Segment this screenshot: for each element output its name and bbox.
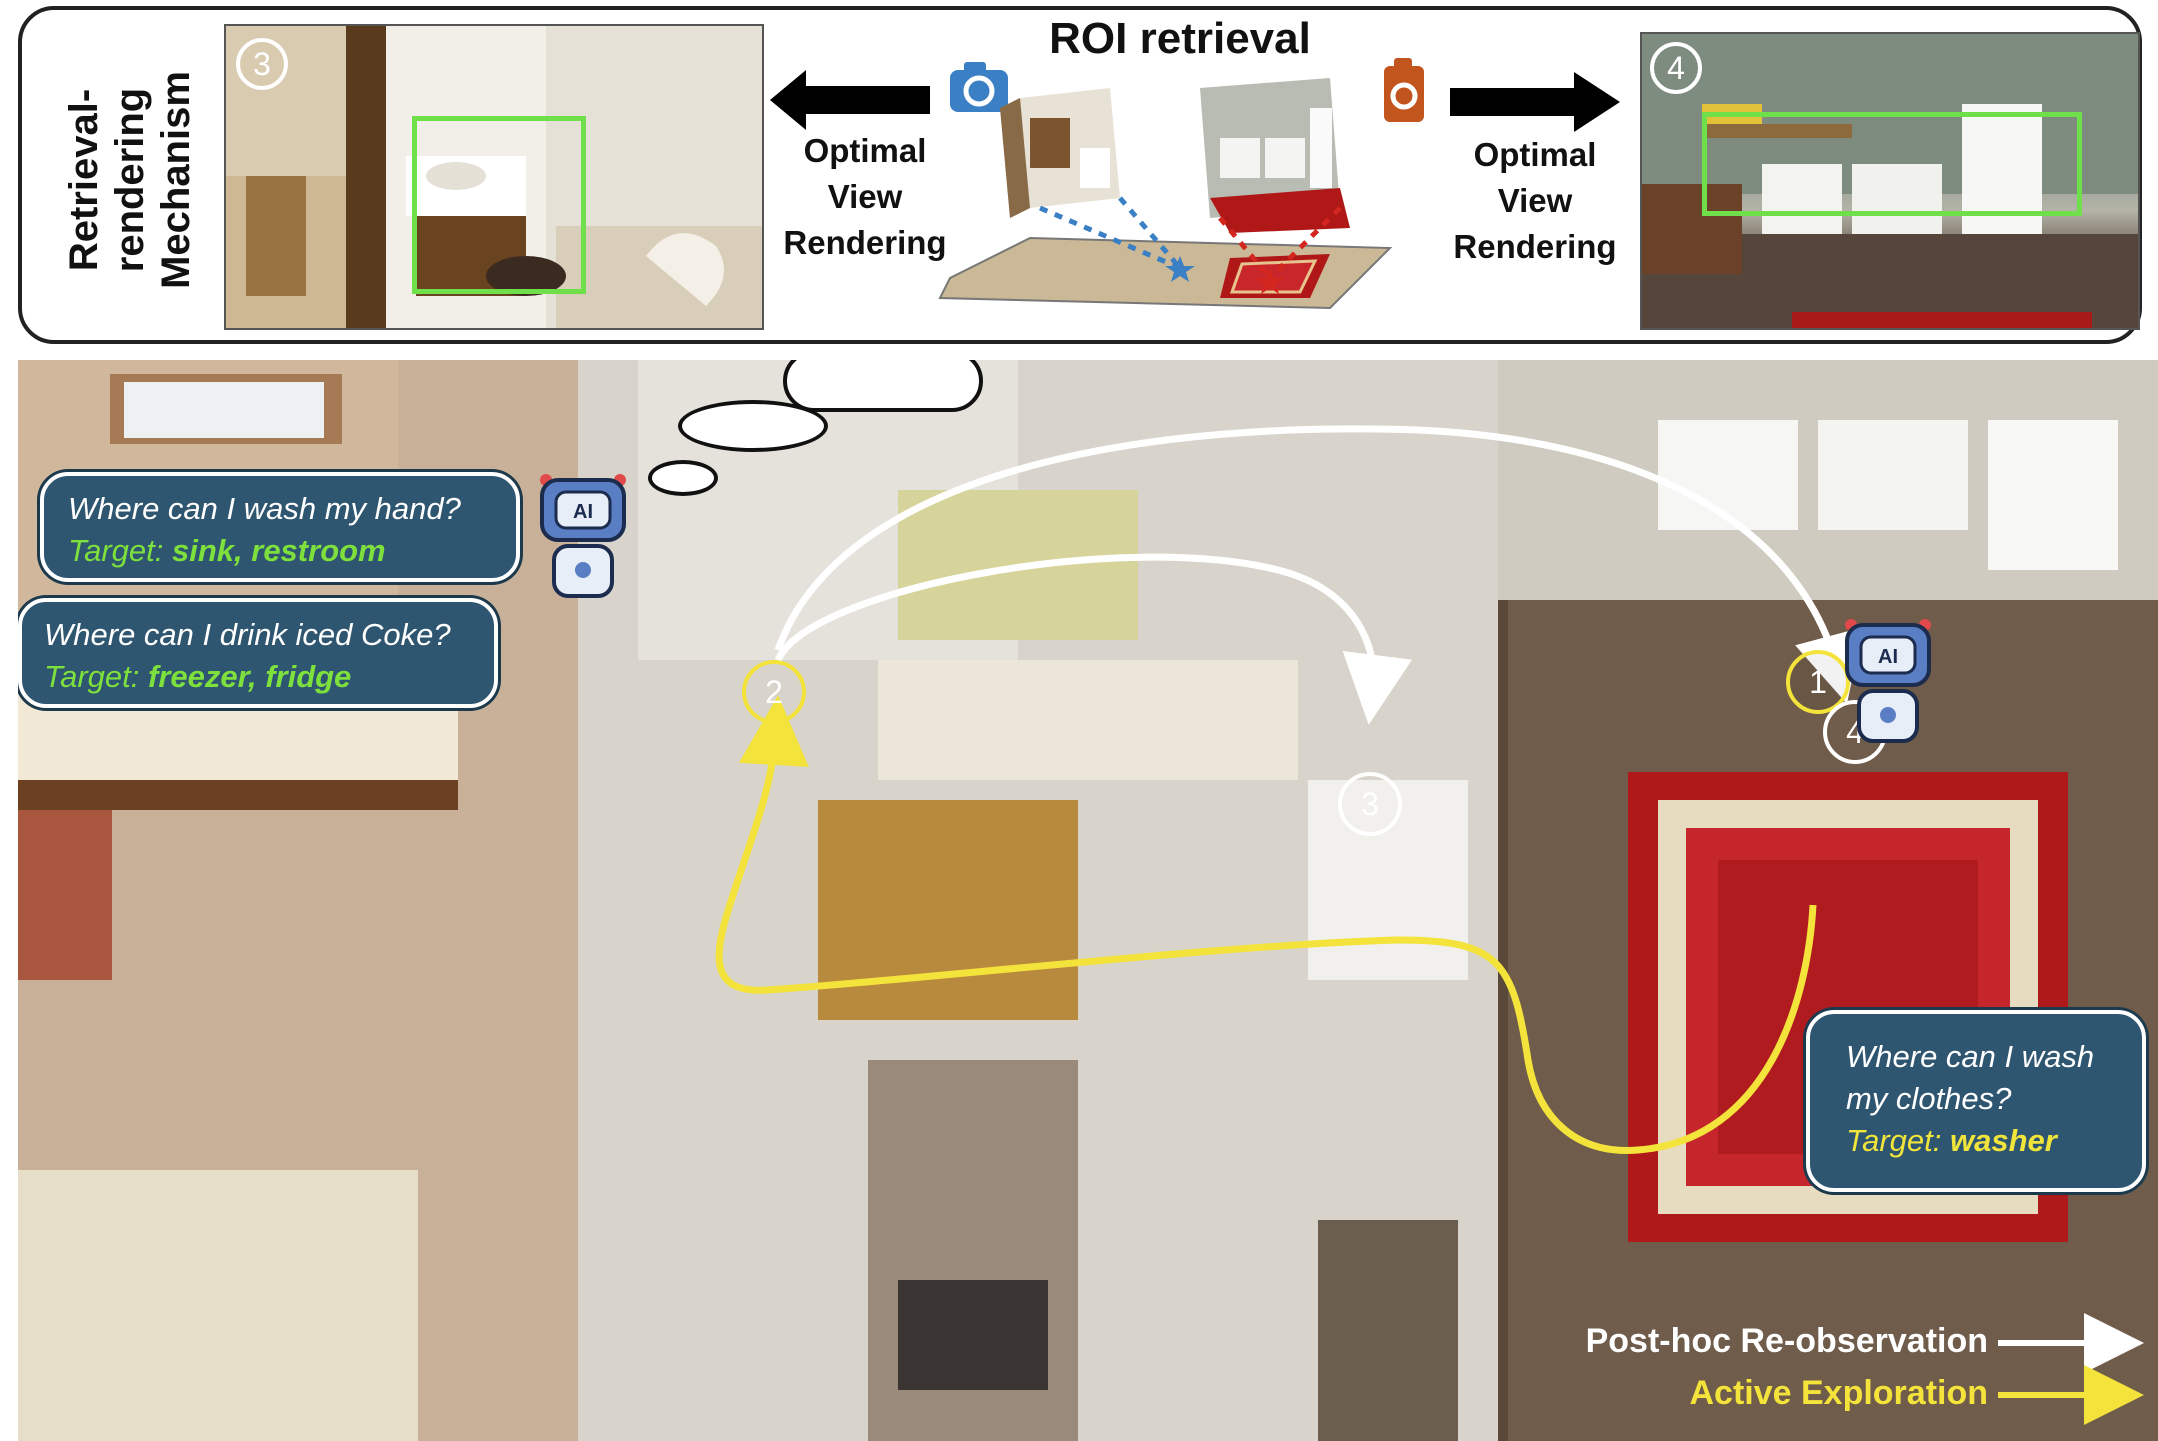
robot-icon-right: AI — [1845, 619, 1931, 743]
bubble-wash-clothes: Where can I wash my clothes? Target: was… — [1806, 1010, 2146, 1192]
bubble-clothes-target: Target: washer — [1846, 1123, 2057, 1158]
thought-bubble-medium — [678, 400, 828, 452]
rendered-view-4: 4 — [1640, 32, 2140, 330]
thought-cloud-large — [783, 360, 983, 412]
roi-box-sink — [412, 116, 586, 294]
bubble-hand-question: Where can I wash my hand? — [68, 491, 461, 526]
right-arrow — [1450, 72, 1620, 132]
active-exploration-path — [715, 695, 1817, 1154]
bubble-coke-question: Where can I drink iced Coke? — [44, 617, 451, 652]
mechanism-line-3: Mechanism — [154, 71, 198, 289]
roi-retrieval-graphic — [938, 78, 1393, 310]
mechanism-line-2: rendering — [108, 87, 152, 273]
roi-retrieval-title: ROI retrieval — [1049, 14, 1311, 63]
view-number-badge-4: 4 — [1650, 42, 1702, 94]
bubble-drink-coke: Where can I drink iced Coke? Target: fre… — [18, 598, 498, 708]
house-top-down-map: 1 2 3 4 AI AI Where can I wash my hand? … — [18, 360, 2158, 1441]
mechanism-label: Retrieval- rendering Mechanism — [30, 45, 230, 315]
bubble-hand-target: Target: sink, restroom — [68, 533, 386, 568]
waypoint-3: 3 — [1338, 772, 1402, 836]
legend-posthoc-label: Post-hoc Re-observation — [1585, 1322, 1988, 1360]
legend-active-label: Active Exploration — [1689, 1374, 1988, 1412]
bubble-clothes-question-1: Where can I wash — [1846, 1039, 2095, 1074]
bubble-coke-target: Target: freezer, fridge — [44, 659, 352, 694]
roi-box-appliances — [1702, 112, 2082, 216]
restroom-roi-cube — [1000, 88, 1120, 218]
posthoc-path-to-3 — [774, 553, 1413, 725]
orange-camera-icon — [1384, 58, 1424, 122]
bubble-clothes-question-2: my clothes? — [1846, 1081, 2012, 1116]
robot-icon-left: AI — [540, 474, 626, 598]
optimal-view-rendering-caption-left: Optimal View Rendering — [783, 132, 947, 261]
posthoc-path-to-4 — [774, 425, 1863, 704]
laundry-roi-cube — [1200, 78, 1350, 233]
left-arrow — [770, 70, 930, 130]
thought-bubble-small — [648, 460, 718, 496]
mechanism-line-1: Retrieval- — [62, 88, 106, 272]
robot-label-left: AI — [573, 501, 593, 523]
restroom-view-illustration — [226, 26, 762, 328]
view-number-badge-3: 3 — [236, 38, 288, 90]
robot-label-right: AI — [1878, 646, 1898, 668]
blue-camera-icon — [950, 62, 1008, 112]
waypoint-2: 2 — [742, 660, 806, 724]
optimal-view-rendering-caption-right: Optimal View Rendering — [1453, 136, 1617, 265]
bubble-wash-hands: Where can I wash my hand? Target: sink, … — [40, 472, 520, 582]
trajectory-overlay — [715, 425, 2144, 1425]
rendered-view-3: 3 — [224, 24, 764, 330]
